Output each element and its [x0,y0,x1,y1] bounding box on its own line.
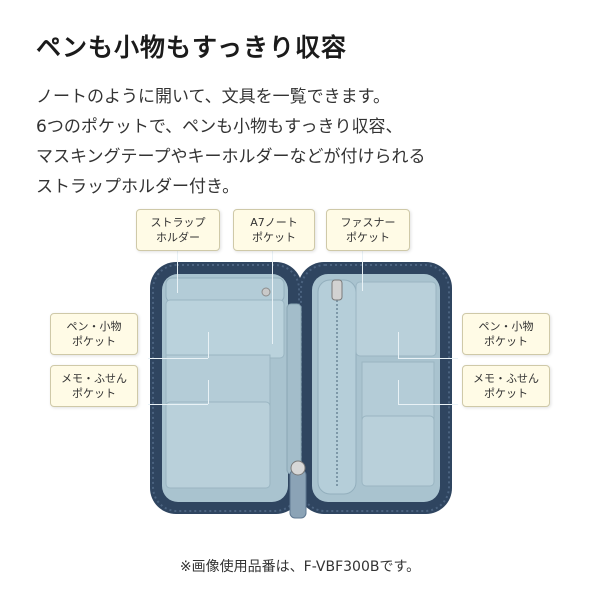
label-line: ポケット [484,387,528,400]
label-line: ポケット [72,387,116,400]
label-line: ポケット [484,335,528,348]
footnote: ※画像使用品番は、F-VBF300Bです。 [179,559,421,575]
label-line: ペン・小物 [66,320,122,333]
label-pen-pocket-left: ペン・小物 ポケット [50,313,138,355]
page-title: ペンも小物もすっきり収容 [36,33,348,62]
description-line: マスキングテープやキーホルダーなどが付けられる [36,147,426,167]
label-a7-note-pocket: A7ノート ポケット [233,209,315,251]
label-memo-pocket-left: メモ・ふせん ポケット [50,365,138,407]
label-line: ストラップ [150,216,206,229]
label-line: ポケット [72,335,116,348]
label-line: A7ノート [250,216,298,229]
label-strap-holder: ストラップ ホルダー [136,209,220,251]
label-pen-pocket-right: ペン・小物 ポケット [462,313,550,355]
description: ノートのように開いて、文具を一覧できます。 6つのポケットで、ペンも小物もすっき… [36,82,576,202]
label-zipper-pocket: ファスナー ポケット [326,209,410,251]
description-line: ストラップホルダー付き。 [36,177,240,197]
label-line: ポケット [252,231,296,244]
label-line: ファスナー [340,216,396,229]
label-line: ペン・小物 [478,320,534,333]
description-line: ノートのように開いて、文具を一覧できます。 [36,87,390,107]
label-line: メモ・ふせん [473,372,539,385]
label-memo-pocket-right: メモ・ふせん ポケット [462,365,550,407]
description-line: 6つのポケットで、ペンも小物もすっきり収容、 [36,117,403,137]
label-line: ホルダー [156,231,200,244]
label-line: メモ・ふせん [61,372,127,385]
label-line: ポケット [346,231,390,244]
